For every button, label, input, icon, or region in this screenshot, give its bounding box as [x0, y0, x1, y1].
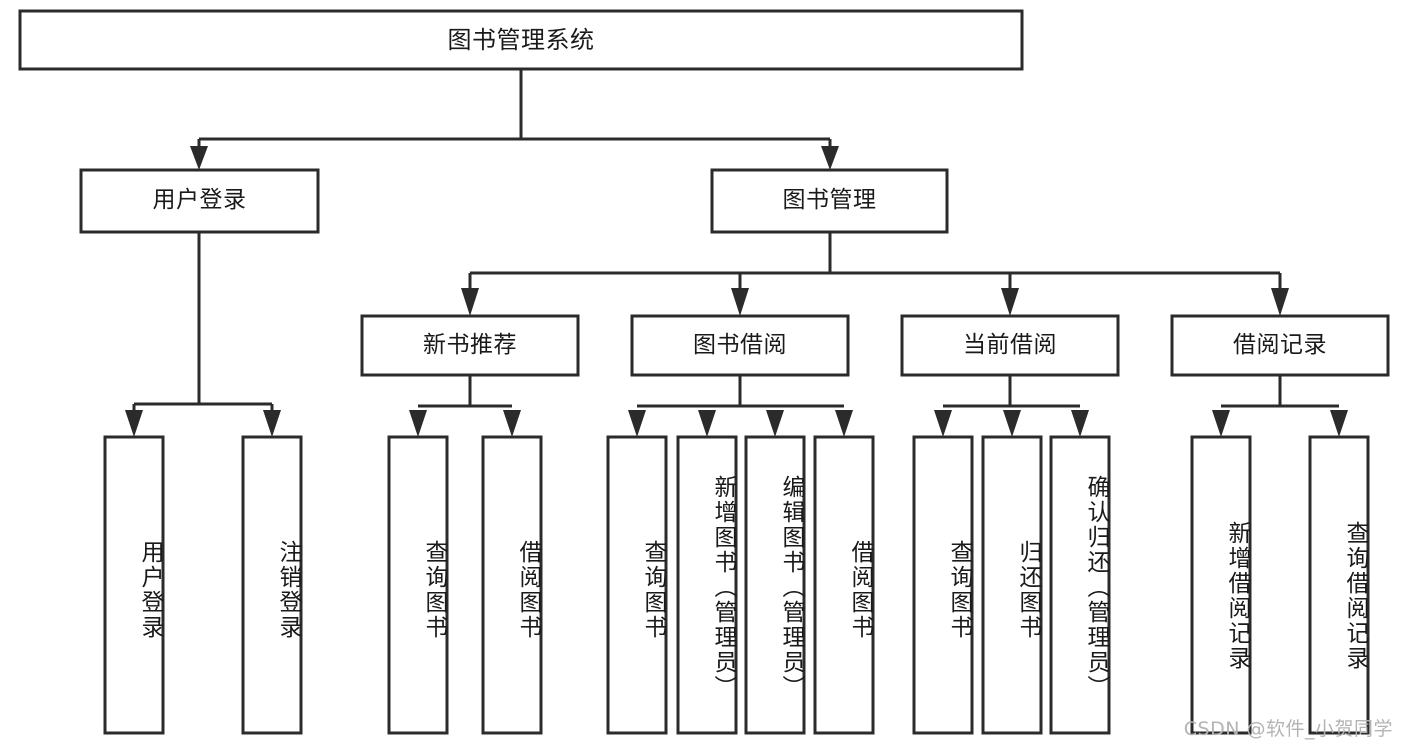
node-box-leaf-book-borrow-1[interactable]: [676, 435, 738, 735]
node-box-leaf-borrow-record-1[interactable]: [1308, 435, 1370, 735]
arrow-head-icon: [628, 410, 646, 437]
arrow-head-icon: [461, 288, 479, 316]
arrow-head-icon: [835, 410, 853, 437]
arrow-head-icon: [934, 410, 952, 437]
node-box-leaf-book-borrow-3[interactable]: [813, 435, 875, 735]
node-box-leaf-current-borrow-2[interactable]: [1049, 435, 1111, 735]
arrow-head-icon: [1001, 288, 1019, 316]
node-box-leaf-book-borrow-0[interactable]: [606, 435, 668, 735]
arrow-head-icon: [1330, 410, 1348, 437]
node-box-user-login[interactable]: [79, 168, 320, 234]
node-box-leaf-borrow-record-0[interactable]: [1190, 435, 1252, 735]
arrow-head-icon: [1003, 410, 1021, 437]
arrow-head-icon: [698, 410, 716, 437]
node-box-current-borrow[interactable]: [900, 314, 1120, 377]
arrow-head-icon: [766, 410, 784, 437]
connector-book-manage-to-level3: [461, 232, 1289, 316]
arrow-head-icon: [125, 410, 143, 437]
node-box-root[interactable]: [18, 9, 1024, 71]
arrow-head-icon: [503, 410, 521, 437]
node-box-leaf-book-borrow-2[interactable]: [744, 435, 806, 735]
node-box-borrow-record[interactable]: [1170, 314, 1390, 377]
node-box-leaf-new-book-0[interactable]: [387, 435, 449, 735]
connector-new-book-to-leaves: [409, 375, 521, 437]
node-box-new-book[interactable]: [360, 314, 580, 377]
arrow-head-icon: [1271, 288, 1289, 316]
arrow-head-icon: [263, 410, 281, 437]
arrow-head-icon: [190, 146, 208, 170]
arrow-head-icon: [731, 288, 749, 316]
node-box-leaf-current-borrow-1[interactable]: [981, 435, 1043, 735]
node-box-leaf-user-login-1[interactable]: [241, 435, 303, 735]
connector-borrow-record-to-leaves: [1212, 375, 1348, 437]
node-box-leaf-new-book-1[interactable]: [481, 435, 543, 735]
connector-book-borrow-to-leaves: [628, 375, 853, 437]
node-box-leaf-user-login-0[interactable]: [103, 435, 165, 735]
connector-user-login-to-leaves: [125, 232, 281, 437]
connector-root-to-level2: [190, 69, 839, 170]
node-box-book-manage[interactable]: [710, 168, 949, 234]
arrow-head-icon: [1071, 410, 1089, 437]
node-box-book-borrow[interactable]: [630, 314, 850, 377]
arrow-head-icon: [409, 410, 427, 437]
connector-current-borrow-to-leaves: [934, 375, 1089, 437]
node-box-leaf-current-borrow-0[interactable]: [912, 435, 974, 735]
arrow-head-icon: [1212, 410, 1230, 437]
arrow-head-icon: [821, 146, 839, 170]
